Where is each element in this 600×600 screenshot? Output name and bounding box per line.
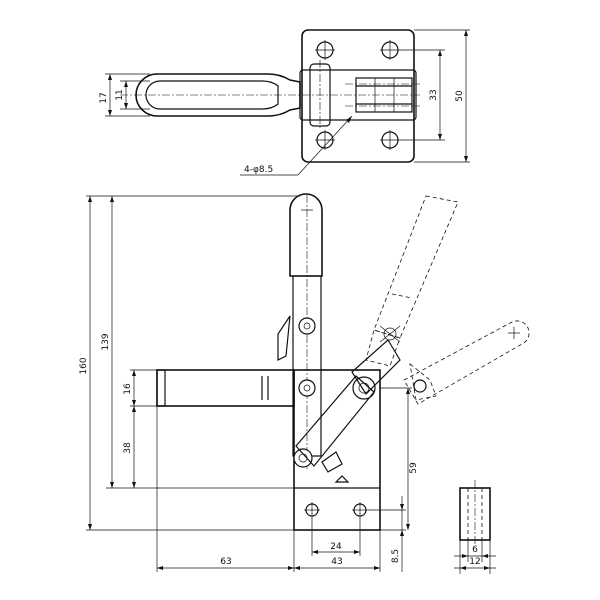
top-view: 17 11 33 50 4-φ8.5	[99, 29, 470, 176]
dim-base-width: 50	[455, 90, 465, 102]
pivot-arm	[413, 379, 427, 393]
dim-slot-width: 6	[472, 545, 478, 555]
dim-handle-outer: 17	[99, 92, 109, 103]
dim-holes: 4-φ8.5	[244, 165, 273, 175]
pivot-handle	[298, 317, 316, 335]
top-plate-dimensions: 33 50	[400, 29, 470, 163]
front-view: 160 139 16 38 59 8.5	[79, 193, 530, 572]
dim-pivot-height: 59	[409, 462, 419, 474]
dim-hole-spacing: 33	[429, 89, 439, 100]
side-detail-dimensions: 6 12	[454, 540, 496, 574]
dim-base-hole-offset: 8.5	[391, 549, 401, 563]
pivot-lower	[293, 448, 313, 468]
dim-side-width: 12	[469, 557, 480, 567]
open-handle-phantom	[365, 195, 530, 405]
front-base-block	[293, 369, 381, 531]
top-base-plate	[301, 29, 415, 163]
front-spindle-arm	[156, 369, 295, 407]
dim-spindle-thickness: 16	[123, 383, 133, 395]
dim-base-length: 43	[331, 557, 342, 567]
dim-hole-spacing-x: 24	[330, 542, 342, 552]
dim-spindle-height: 38	[123, 442, 133, 454]
top-handle	[135, 73, 301, 117]
top-handle-dimensions: 17 11	[99, 73, 150, 117]
front-handle	[289, 193, 323, 277]
top-mounting-holes	[315, 40, 400, 150]
dim-reach: 63	[220, 557, 231, 567]
holes-leader: 4-φ8.5	[240, 115, 353, 176]
dim-handle-inner: 11	[115, 89, 125, 100]
dim-overall-height: 160	[79, 357, 89, 374]
dim-handle-height: 139	[101, 333, 111, 350]
pivot-mid	[298, 379, 316, 397]
side-detail: 6 12	[454, 480, 496, 574]
front-dimensions: 160 139 16 38 59 8.5	[79, 195, 419, 572]
